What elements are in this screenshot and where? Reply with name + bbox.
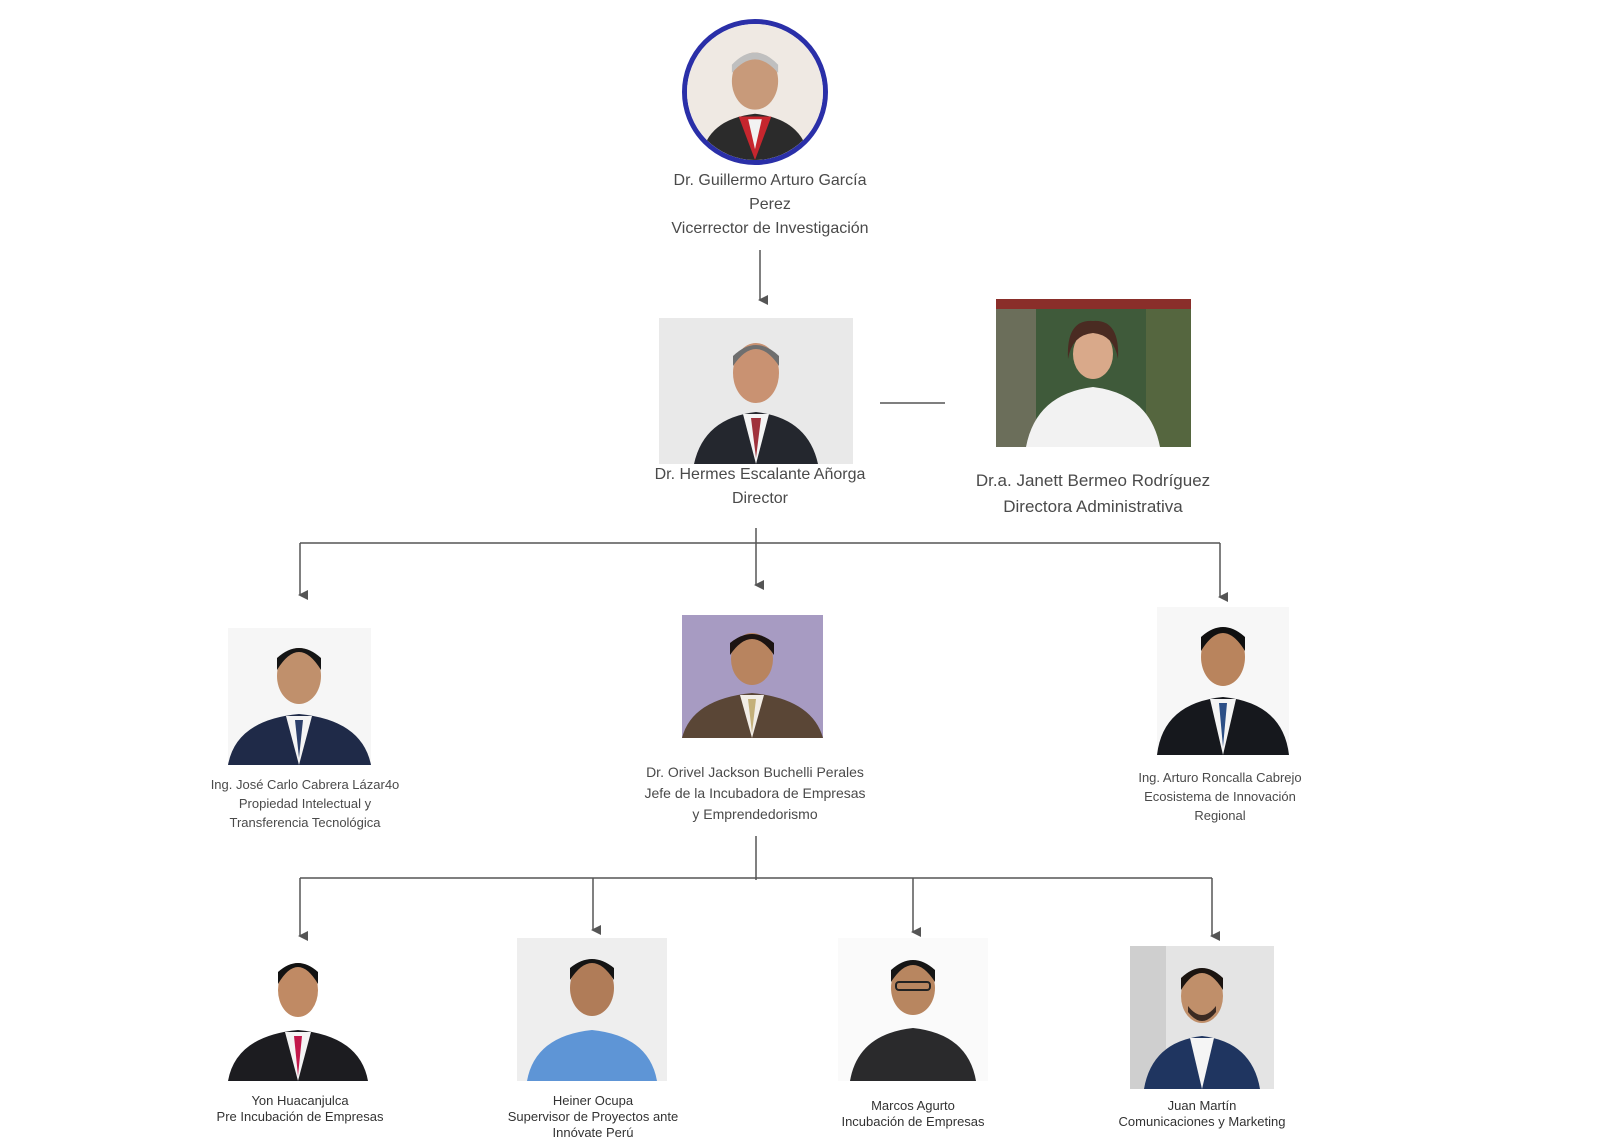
incubacion-role: Incubación de Empresas xyxy=(841,1114,985,1129)
caption-pre-incubacion: Yon Huacanjulca Pre Incubación de Empres… xyxy=(190,1093,410,1125)
propiedad-role-line1: Propiedad Intelectual y xyxy=(238,796,372,811)
directora-admin-role: Directora Administrativa xyxy=(1003,497,1183,516)
vicerrector-name-line1: Dr. Guillermo Arturo García xyxy=(673,172,867,189)
photo-comunicaciones xyxy=(1130,946,1274,1089)
person-photo-icon xyxy=(1157,607,1289,755)
photo-vicerrector xyxy=(682,19,828,165)
jefe-incubadora-name: Dr. Orivel Jackson Buchelli Perales xyxy=(646,764,864,780)
supervisor-name: Heiner Ocupa xyxy=(552,1093,634,1108)
caption-director: Dr. Hermes Escalante Añorga Director xyxy=(620,463,900,511)
caption-propiedad: Ing. José Carlo Cabrera Lázar4o Propieda… xyxy=(180,775,430,832)
pre-incubacion-role: Pre Incubación de Empresas xyxy=(216,1109,384,1124)
photo-jefe-incubadora xyxy=(682,615,823,738)
comunicaciones-name: Juan Martín xyxy=(1167,1098,1237,1113)
incubacion-name: Marcos Agurto xyxy=(871,1098,955,1113)
person-photo-icon xyxy=(682,615,823,738)
person-photo-icon xyxy=(687,24,823,160)
photo-pre-incubacion xyxy=(228,944,368,1081)
caption-directora-admin: Dr.a. Janett Bermeo Rodríguez Directora … xyxy=(943,468,1243,520)
ecosistema-role-line1: Ecosistema de Innovación xyxy=(1144,789,1296,804)
photo-supervisor xyxy=(517,938,667,1081)
vicerrector-role: Vicerrector de Investigación xyxy=(671,220,869,237)
supervisor-role-line1: Supervisor de Proyectos ante xyxy=(507,1109,679,1124)
caption-jefe-incubadora: Dr. Orivel Jackson Buchelli Perales Jefe… xyxy=(620,762,890,825)
pre-incubacion-name: Yon Huacanjulca xyxy=(251,1093,349,1108)
jefe-incubadora-role-line1: Jefe de la Incubadora de Empresas xyxy=(644,785,866,801)
person-photo-icon xyxy=(228,628,371,765)
caption-incubacion: Marcos Agurto Incubación de Empresas xyxy=(803,1098,1023,1130)
ecosistema-role-line2: Regional xyxy=(1194,808,1246,823)
person-photo-icon xyxy=(838,938,988,1081)
vicerrector-name-line2: Perez xyxy=(749,196,791,213)
person-photo-icon xyxy=(517,938,667,1081)
comunicaciones-role: Comunicaciones y Marketing xyxy=(1118,1114,1286,1129)
photo-ecosistema xyxy=(1157,607,1289,755)
director-name: Dr. Hermes Escalante Añorga xyxy=(654,466,866,483)
caption-ecosistema: Ing. Arturo Roncalla Cabrejo Ecosistema … xyxy=(1100,768,1340,825)
director-role: Director xyxy=(731,490,788,507)
ecosistema-name: Ing. Arturo Roncalla Cabrejo xyxy=(1138,770,1302,785)
directora-admin-name: Dr.a. Janett Bermeo Rodríguez xyxy=(975,471,1211,490)
person-photo-icon xyxy=(228,944,368,1081)
person-photo-icon xyxy=(1130,946,1274,1089)
photo-propiedad xyxy=(228,628,371,765)
caption-comunicaciones: Juan Martín Comunicaciones y Marketing xyxy=(1082,1098,1322,1130)
propiedad-name: Ing. José Carlo Cabrera Lázar4o xyxy=(210,777,400,792)
caption-vicerrector: Dr. Guillermo Arturo García Perez Vicerr… xyxy=(640,169,900,241)
caption-supervisor: Heiner Ocupa Supervisor de Proyectos ant… xyxy=(483,1093,703,1141)
photo-director xyxy=(659,318,853,464)
person-photo-icon xyxy=(996,299,1191,447)
supervisor-role-line2: Innóvate Perú xyxy=(552,1125,634,1140)
propiedad-role-line2: Transferencia Tecnológica xyxy=(229,815,381,830)
person-photo-icon xyxy=(659,318,853,464)
photo-directora-admin xyxy=(996,299,1191,447)
photo-incubacion xyxy=(838,938,988,1081)
jefe-incubadora-role-line2: y Emprendedorismo xyxy=(692,806,818,822)
